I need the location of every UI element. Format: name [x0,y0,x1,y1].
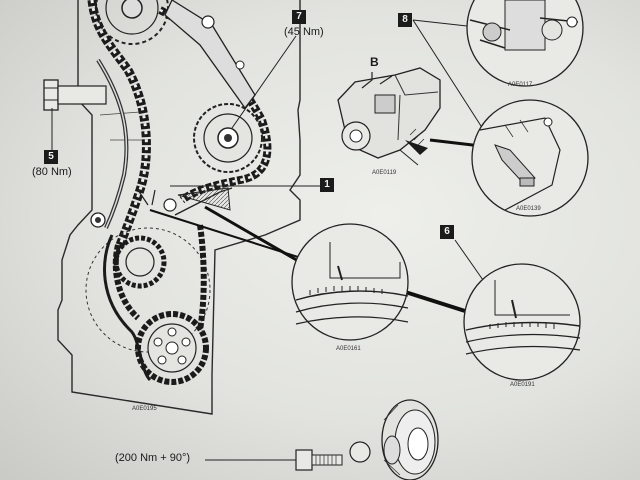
torque-label-7: (45 Nm) [284,26,324,38]
crank-bolt [205,441,371,471]
detail-circle-mid [471,99,589,217]
figure-code-detail-mid: A0E0139 [516,206,541,212]
timing-chain [87,0,151,247]
figure-code-detail-top: A0E0117 [508,82,533,88]
figure-code-detail-6: A0E0191 [510,382,535,388]
callout-8: 8 [398,13,412,27]
injection-pump-view-b [337,67,441,166]
oil-pump-sprocket [113,235,167,289]
callout-1: 1 [320,178,334,192]
figure-code-detail-crank: A0E0161 [336,346,361,352]
callout-7: 7 [292,10,306,24]
callout-6: 6 [440,225,454,239]
view-label-b: B [370,55,379,69]
crankshaft-sprocket [135,311,209,385]
bolt-5 [43,79,107,150]
callout-5: 5 [44,150,58,164]
detail-circle-6 [463,263,581,381]
figure-code-pump: A0E0119 [372,170,397,176]
crank-pulley [381,399,439,480]
engine-housing-outline [57,0,301,415]
detail-circle-crank-marks [291,223,409,341]
detail-circle-top [466,0,584,87]
injection-pump-sprocket [193,103,263,173]
torque-label-5: (80 Nm) [32,166,72,178]
figure-code-main: A0E0195 [132,406,157,412]
torque-label-bolt: (200 Nm + 90°) [115,452,191,464]
